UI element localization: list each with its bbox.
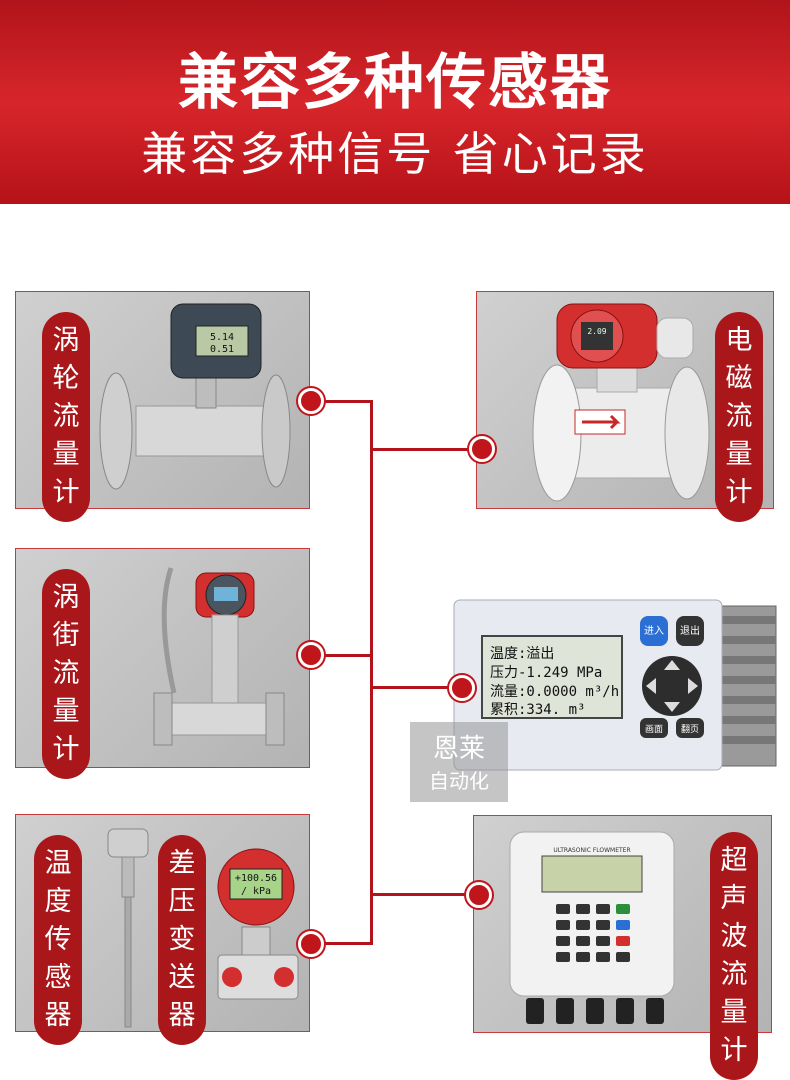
banner-subtitle: 兼容多种信号 省心记录 [141,127,649,181]
turbine-display-bottom: 0.51 [210,344,234,355]
em-display: 2.09 [587,327,606,336]
label-char: 温 [44,848,72,879]
connector-dot [466,882,492,908]
label-char: 送 [168,962,196,993]
label-temperature-sensor: 温 度 传 感 器 [34,835,82,1045]
ultrasonic-panel-title: ULTRASONIC FLOWMETER [553,847,630,854]
banner-title: 兼容多种传感器 [178,48,612,118]
label-turbine-flowmeter: 涡 轮 流 量 计 [42,312,90,522]
label-char: 涡 [52,325,80,356]
label-char: 声 [720,883,748,914]
label-char: 超 [720,845,748,876]
label-char: 磁 [725,363,753,394]
label-char: 流 [52,401,80,432]
card-turbine-flowmeter: 涡 轮 流 量 计 5.14 0.51 [15,291,324,522]
label-char: 量 [52,696,80,727]
pressure-display-value: +100.56 [235,873,277,884]
header-banner: 兼容多种传感器 兼容多种信号 省心记录 [0,0,790,204]
label-electromagnetic-flowmeter: 电 磁 流 量 计 [715,312,763,522]
label-char: 传 [44,924,72,955]
label-char: 度 [44,886,72,917]
exit-button-label: 退出 [680,624,700,637]
connector-dot [298,931,324,957]
label-char: 差 [168,848,196,879]
label-char: 流 [52,658,80,689]
lcd-line-temperature: 温度:溢出 [490,646,554,662]
card-vortex-flowmeter: 涡 街 流 量 计 [15,548,324,779]
lcd-line-pressure: 压力-1.249 MPa [490,665,602,681]
temperature-sensor-image [107,828,149,1028]
enter-button-label: 进入 [644,625,664,637]
connector-temperature [310,942,372,945]
card-electromagnetic-flowmeter: 2.09 电 磁 流 量 计 [469,291,774,522]
label-ultrasonic-flowmeter: 超 声 波 流 量 计 [710,832,758,1080]
lcd-line-flow: 流量:0.0000 m³/h [490,684,619,700]
label-char: 流 [725,401,753,432]
label-vortex-flowmeter: 涡 街 流 量 计 [42,569,90,779]
label-char: 计 [52,477,80,508]
screen-button-label: 画面 [645,724,663,735]
watermark-line1: 恩莱 [432,734,485,764]
connector-trunk [370,400,373,945]
label-char: 量 [52,439,80,470]
ultrasonic-flowmeter-image: ULTRASONIC FLOWMETER [509,831,675,1024]
vortex-flowmeter-image [153,567,285,746]
connector-dot [298,642,324,668]
flow-recorder-device: 温度:溢出 压力-1.249 MPa 流量:0.0000 m³/h 累积:334… [453,599,777,771]
watermark: 恩莱 自动化 [410,722,508,802]
pressure-transmitter-image: +100.56 / kPa [217,848,299,1000]
lcd-line-total: 累积:334. m³ [490,702,585,718]
turbine-display-top: 5.14 [210,332,234,343]
label-char: 计 [725,477,753,508]
connector-recorder [370,686,462,689]
turbine-flowmeter-image: 5.14 0.51 [99,303,291,490]
connector-dot [449,675,475,701]
connector-dot [298,388,324,414]
label-char: 计 [52,734,80,765]
label-char: 变 [168,924,196,955]
label-char: 涡 [52,582,80,613]
label-char: 电 [725,325,753,356]
label-pressure-transmitter: 差 压 变 送 器 [158,835,206,1045]
label-char: 街 [52,620,80,651]
watermark-line2: 自动化 [429,769,489,793]
card-ultrasonic-flowmeter: ULTRASONIC FLOWMETER 超 声 波 流 量 计 [466,815,772,1080]
label-char: 流 [720,959,748,990]
connector-ultrasonic [370,893,480,896]
connector-vortex [310,654,372,657]
label-char: 轮 [52,363,80,394]
label-char: 量 [725,439,753,470]
label-char: 器 [168,1000,196,1031]
label-char: 压 [168,886,196,917]
electromagnetic-flowmeter-image: 2.09 [532,303,710,502]
page-button-label: 翻页 [681,724,699,735]
label-char: 感 [44,962,72,993]
connector-turbine [310,400,372,403]
card-temperature-pressure: 温 度 传 感 器 差 压 变 送 器 +100.56 / kPa [15,814,324,1045]
label-char: 计 [720,1035,748,1066]
connector-dot [469,436,495,462]
label-char: 波 [720,921,748,952]
label-char: 量 [720,997,748,1028]
label-char: 器 [44,1000,72,1031]
connector-electromagnetic [370,448,480,451]
pressure-display-unit: / kPa [241,886,271,897]
